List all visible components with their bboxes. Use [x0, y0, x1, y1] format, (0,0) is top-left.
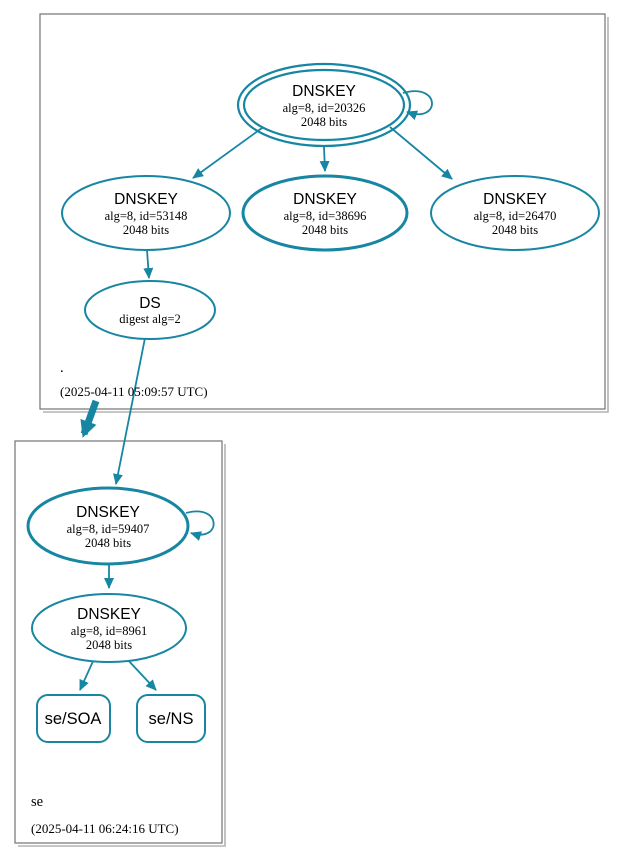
node-detail: 2048 bits [86, 638, 132, 652]
edge-dnskey20326-dnskey38696 [319, 146, 330, 172]
node-detail: 2048 bits [123, 223, 169, 237]
dnskey-8961-ellipse[interactable] [31, 593, 187, 663]
node-ds-root[interactable]: DS digest alg=2 [84, 280, 216, 340]
zone-se-timestamp: (2025-04-11 06:24:16 UTC) [31, 821, 179, 836]
root-zone-cluster [39, 13, 606, 410]
edge-dnskey53148-ds [143, 249, 154, 279]
node-detail: 2048 bits [302, 223, 348, 237]
node-dnskey-53148[interactable]: DNSKEY alg=8, id=53148 2048 bits [61, 175, 231, 251]
node-detail: alg=8, id=20326 [283, 101, 366, 115]
zone-root-timestamp: (2025-04-11 05:09:57 UTC) [60, 384, 208, 399]
delegation-arrow-root-to-se [80, 399, 100, 438]
node-detail: alg=8, id=38696 [284, 209, 367, 223]
node-label: DNSKEY [293, 191, 357, 208]
node-rrset-se-ns[interactable]: se/NS [136, 694, 206, 743]
node-label: DNSKEY [76, 504, 140, 521]
node-detail: alg=8, id=26470 [474, 209, 557, 223]
edge-dnskey8961-soa [79, 658, 95, 691]
rrset-label: se/NS [149, 710, 194, 728]
dnskey-26470-ellipse[interactable] [430, 175, 600, 251]
node-detail: alg=8, id=8961 [71, 624, 148, 638]
se-zone-cluster [14, 440, 223, 844]
ds-ellipse[interactable] [84, 280, 216, 340]
node-dnskey-59407[interactable]: DNSKEY alg=8, id=59407 2048 bits [26, 486, 190, 566]
node-label: DNSKEY [483, 191, 547, 208]
zone-root-label: . [60, 360, 64, 376]
edge-dnskey20326-dnskey53148 [192, 127, 263, 179]
edge-dnskey20326-dnskey26470 [389, 126, 453, 180]
root-cluster-shadow [43, 17, 609, 413]
rrset-ns-box[interactable] [136, 694, 206, 743]
rrset-label: se/SOA [45, 710, 102, 728]
rrsig-self-loop-59407 [185, 510, 215, 541]
node-label: DNSKEY [114, 191, 178, 208]
node-dnskey-26470[interactable]: DNSKEY alg=8, id=26470 2048 bits [430, 175, 600, 251]
zone-se-label: se [31, 794, 43, 810]
rrset-soa-box[interactable] [36, 694, 111, 743]
node-detail: alg=8, id=59407 [67, 522, 150, 536]
dnskey-20326-outer-ellipse[interactable] [236, 62, 412, 148]
edge-ds-dnskey59407 [113, 337, 146, 485]
node-dnskey-8961[interactable]: DNSKEY alg=8, id=8961 2048 bits [31, 593, 187, 663]
dnskey-38696-ellipse[interactable] [241, 174, 409, 252]
node-detail: 2048 bits [492, 223, 538, 237]
node-label: DS [139, 295, 161, 312]
node-detail: 2048 bits [85, 536, 131, 550]
dnskey-20326-inner-ellipse [242, 68, 406, 142]
rrsig-self-loop-20326 [402, 90, 433, 121]
node-rrset-se-soa[interactable]: se/SOA [36, 694, 111, 743]
node-detail: digest alg=2 [119, 312, 181, 326]
node-detail: 2048 bits [301, 115, 347, 129]
node-dnskey-20326[interactable]: DNSKEY alg=8, id=20326 2048 bits [236, 62, 412, 148]
node-label: DNSKEY [77, 606, 141, 623]
edge-dnskey8961-ns [126, 658, 157, 691]
node-detail: alg=8, id=53148 [105, 209, 188, 223]
dnskey-53148-ellipse[interactable] [61, 175, 231, 251]
node-dnskey-38696[interactable]: DNSKEY alg=8, id=38696 2048 bits [241, 174, 409, 252]
dnskey-59407-ellipse[interactable] [26, 486, 190, 566]
node-label: DNSKEY [292, 83, 356, 100]
se-cluster-shadow [18, 444, 226, 847]
